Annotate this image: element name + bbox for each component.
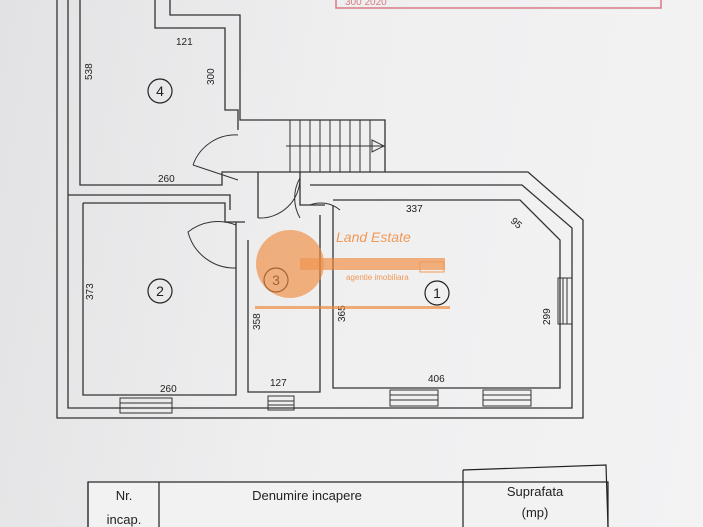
doors — [187, 134, 341, 269]
room-number-1: 1 — [433, 285, 441, 301]
dim-diagonal: 95 — [508, 216, 524, 232]
dim-room2-bottom: 260 — [160, 384, 177, 395]
window — [482, 389, 532, 407]
dim-room4-height: 538 — [84, 63, 95, 80]
door-arc-room1 — [309, 202, 341, 211]
dim-room3-bottom: 127 — [270, 378, 287, 389]
watermark-brand: Land Estate — [336, 229, 411, 245]
stairs-outline — [239, 110, 386, 172]
window — [119, 397, 173, 414]
col-header-nr-2: incap. — [107, 512, 142, 527]
col-header-name: Denumire incapere — [252, 488, 362, 503]
stair-arrow-icon — [371, 139, 386, 153]
window — [557, 277, 573, 325]
door-arc-room4 — [192, 134, 239, 166]
watermark-tagline: agentie imobiliara — [346, 273, 409, 282]
col-header-area-unit: (mp) — [522, 505, 549, 520]
col-header-nr: Nr. — [116, 488, 133, 503]
room4-wall — [79, 0, 300, 186]
watermark-logo: Land Estate agentie imobiliara — [255, 229, 450, 309]
staircase — [286, 120, 386, 172]
door-arc-room2 — [187, 221, 237, 269]
room-marker-2 — [147, 278, 173, 304]
col-header-area: Suprafata — [507, 484, 564, 499]
room-marker-1 — [424, 280, 450, 306]
rooms-table: Nr. incap. Denumire incapere Suprafata (… — [87, 464, 609, 527]
room-number-2: 2 — [156, 283, 164, 299]
room-number-4: 4 — [156, 83, 164, 99]
outer-wall — [56, 0, 584, 419]
door-arc-room3 — [257, 176, 301, 219]
window — [389, 389, 439, 407]
dim-room3-height: 358 — [252, 313, 263, 330]
stamp-text: 300 2020 — [345, 0, 387, 8]
stamp-box: 300 2020 — [335, 0, 662, 9]
dim-room1-height: 365 — [337, 305, 348, 322]
dim-room2-height: 373 — [85, 283, 96, 300]
room4-top-wall2 — [169, 0, 241, 110]
dim-room1-bottom: 406 — [428, 374, 445, 385]
dim-room4-top: 121 — [176, 37, 193, 48]
dim-stairs-top: 337 — [406, 204, 423, 215]
window — [267, 395, 295, 411]
room1-wall — [332, 199, 561, 389]
room-marker-4 — [147, 78, 173, 104]
room2-wall — [82, 203, 237, 396]
room4-top-wall — [154, 0, 239, 130]
dim-room1-right: 299 — [542, 308, 553, 325]
room3-wall — [247, 215, 321, 393]
dim-room4-bottom: 260 — [158, 174, 175, 185]
key-icon — [256, 230, 324, 298]
dim-room4-right: 300 — [206, 68, 217, 85]
walls — [56, 0, 584, 419]
windows — [119, 277, 573, 414]
